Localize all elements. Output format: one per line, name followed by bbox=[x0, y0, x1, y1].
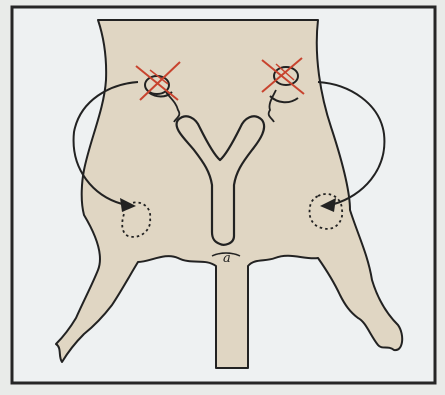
label-a: a bbox=[223, 251, 231, 266]
